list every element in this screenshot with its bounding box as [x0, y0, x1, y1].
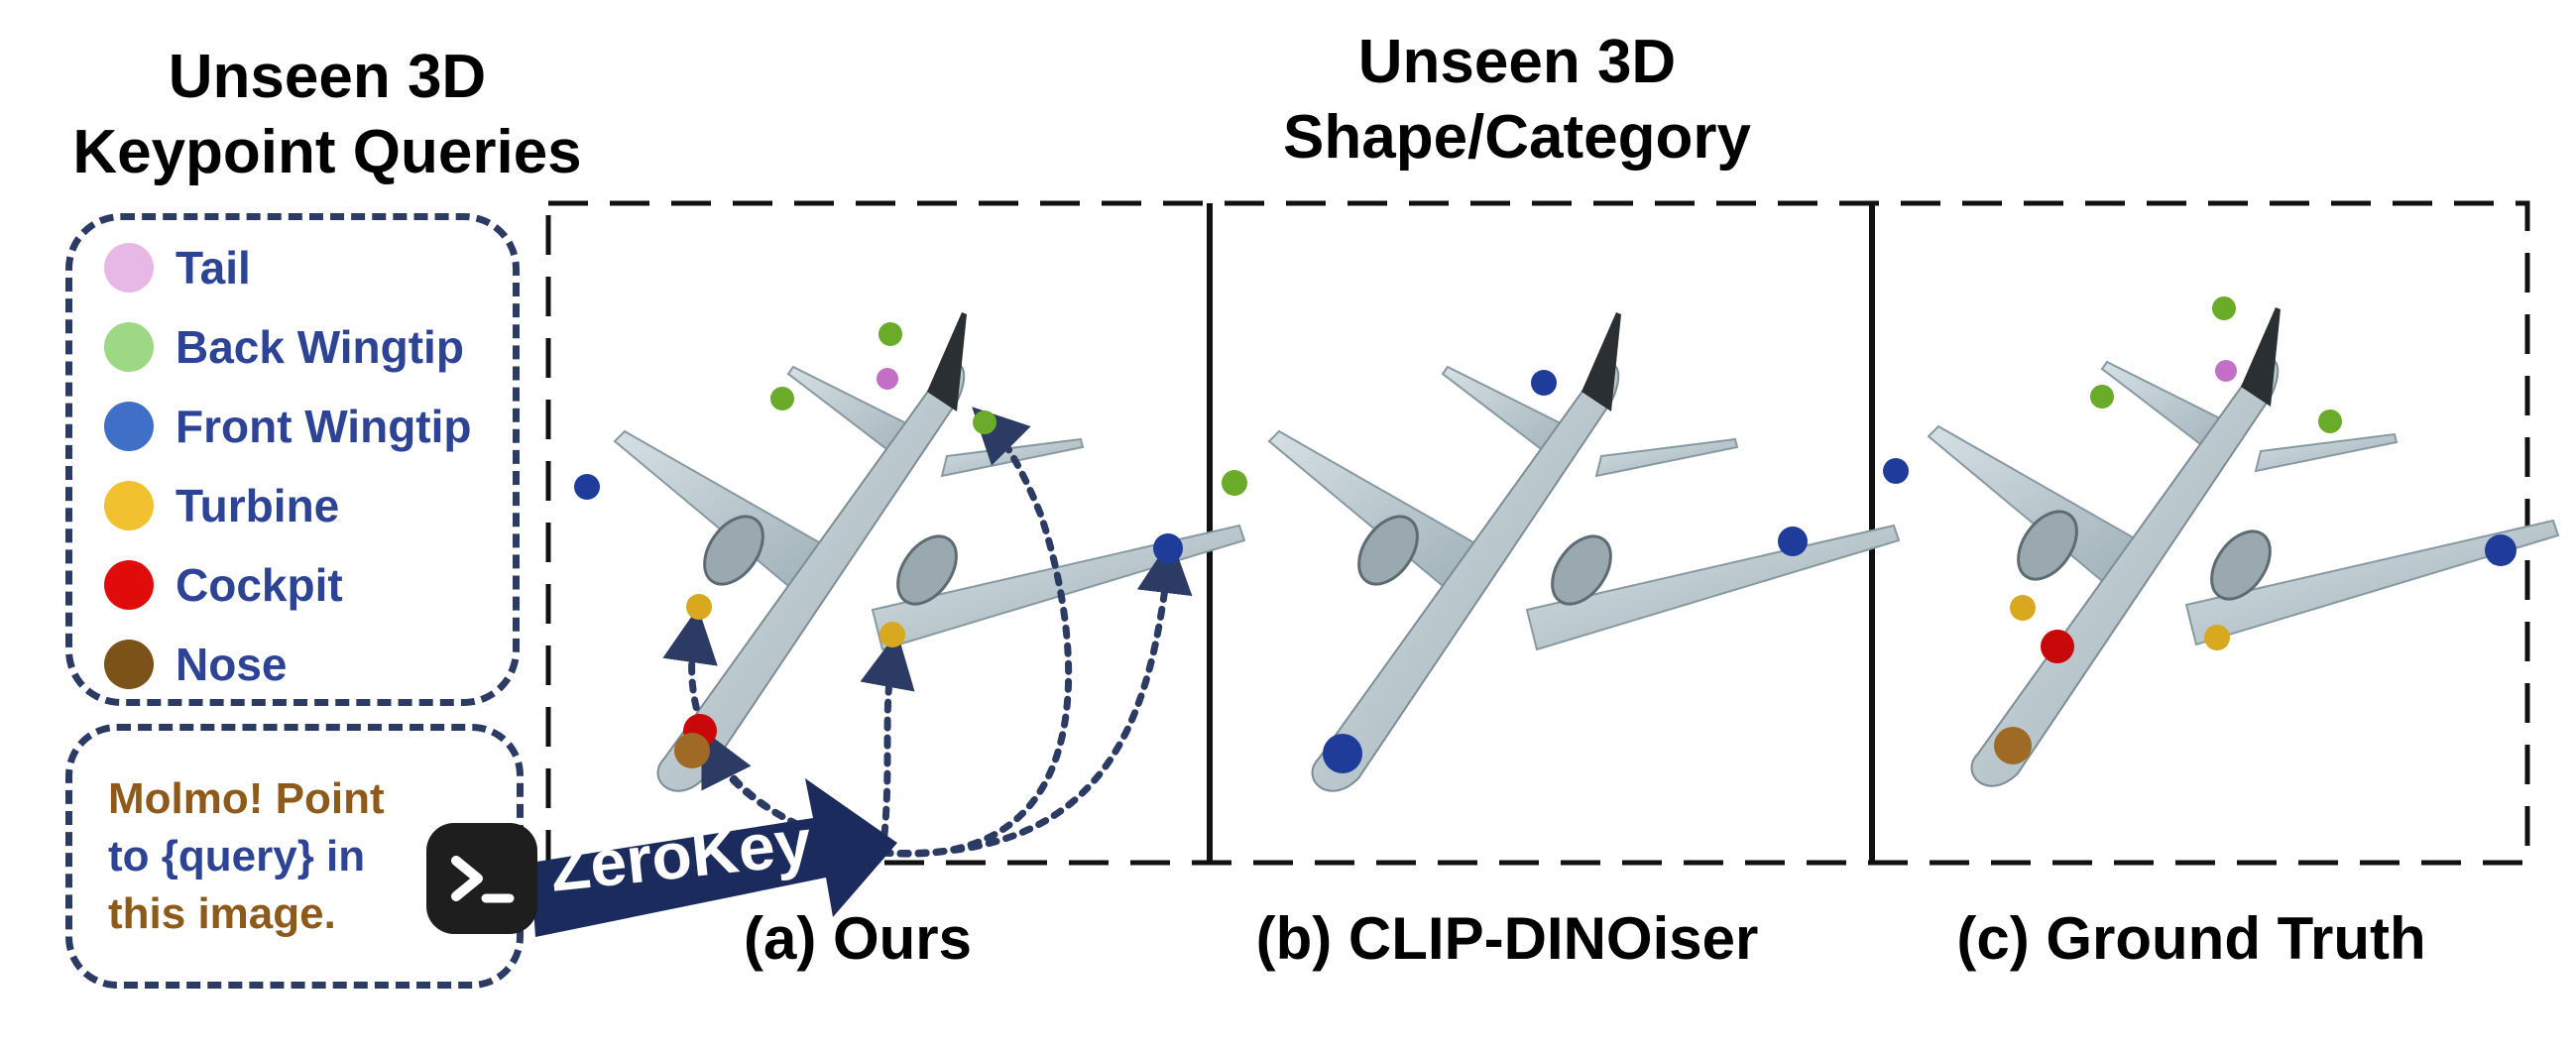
keypoint-front-wingtip [2485, 534, 2517, 566]
heading-line: Shape/Category [1282, 103, 1752, 172]
keypoint-back-wingtip [770, 387, 794, 410]
legend-label: Cockpit [176, 559, 343, 611]
keypoint-tail [2215, 360, 2237, 382]
legend-item-turbine: Turbine [104, 476, 339, 535]
keypoints-ours [574, 322, 1183, 768]
legend-label: Turbine [176, 480, 340, 531]
prompt-text: Molmo! Point to {query} in this image. [108, 770, 435, 943]
prompt-line: to {query} in [108, 832, 366, 880]
cockpit-dot-icon [104, 560, 154, 610]
terminal-icon [426, 823, 537, 934]
arrow-to-back-wingtip [878, 407, 1073, 858]
keypoint-cockpit [2041, 630, 2074, 663]
legend-item-tail: Tail [104, 238, 251, 297]
keypoint-front-wingtip [1778, 527, 1808, 556]
keypoint-back-wingtip [973, 410, 996, 434]
caption-ground-truth: (c) Ground Truth [1956, 905, 2426, 972]
legend-item-back-wingtip: Back Wingtip [104, 317, 464, 377]
legend-label: Nose [176, 639, 288, 690]
keypoint-turbine [2010, 595, 2036, 621]
legend-item-nose: Nose [104, 635, 287, 694]
caption-clip-dinoiser: (b) CLIP-DINOiser [1255, 905, 1759, 972]
keypoints-clip-dinoiser [1222, 370, 1808, 773]
keypoint-back-wingtip [1222, 470, 1247, 496]
keypoints-ground-truth [1883, 296, 2517, 764]
keypoint-turbine [2204, 625, 2230, 650]
keypoint-turbine [879, 622, 905, 647]
tail-dot-icon [104, 243, 154, 293]
front-wingtip-dot-icon [104, 402, 154, 451]
caption-ours: (a) Ours [743, 905, 973, 972]
keypoint-front-wingtip [1323, 734, 1362, 773]
shape-category-heading: Unseen 3D Shape/Category [1220, 25, 1815, 176]
heading-line: Unseen 3D [1357, 28, 1677, 96]
prompt-line: Molmo! Point [108, 774, 385, 823]
legend-label: Back Wingtip [176, 321, 464, 373]
back-wingtip-dot-icon [104, 322, 154, 372]
keypoint-turbine [686, 594, 712, 620]
zerokey-arrow-icon [530, 778, 897, 937]
keypoint-back-wingtip [2318, 410, 2342, 433]
keypoint-back-wingtip [878, 322, 902, 346]
turbine-dot-icon [104, 481, 154, 530]
prompt-line: this image. [108, 889, 336, 938]
nose-dot-icon [104, 640, 154, 689]
prompt-box: Molmo! Point to {query} in this image. [65, 724, 524, 989]
heading-line: Unseen 3D [168, 43, 487, 111]
legend-item-front-wingtip: Front Wingtip [104, 397, 471, 456]
heading-line: Keypoint Queries [72, 118, 582, 186]
plane-render-clip-dinoiser [1267, 310, 1901, 793]
keypoint-legend: Tail Back Wingtip Front Wingtip Turbine … [65, 213, 520, 706]
legend-label: Front Wingtip [176, 401, 472, 452]
keypoint-front-wingtip [1883, 458, 1909, 484]
keypoint-queries-heading: Unseen 3D Keypoint Queries [40, 40, 615, 190]
keypoint-front-wingtip [1531, 370, 1557, 396]
arrow-to-turbine-right [860, 632, 915, 857]
keypoint-nose [1994, 727, 2032, 764]
arrow-to-front-wingtip [878, 537, 1193, 857]
legend-label: Tail [176, 242, 251, 293]
keypoint-front-wingtip [1153, 533, 1183, 563]
plane-render-ground-truth [1927, 305, 2560, 788]
keypoint-nose [674, 733, 710, 768]
keypoint-back-wingtip [2090, 385, 2114, 409]
keypoint-back-wingtip [2212, 296, 2236, 320]
terminal-glyph-icon [451, 856, 515, 903]
legend-item-cockpit: Cockpit [104, 555, 343, 615]
keypoint-tail [877, 368, 898, 390]
keypoint-front-wingtip [574, 474, 600, 500]
